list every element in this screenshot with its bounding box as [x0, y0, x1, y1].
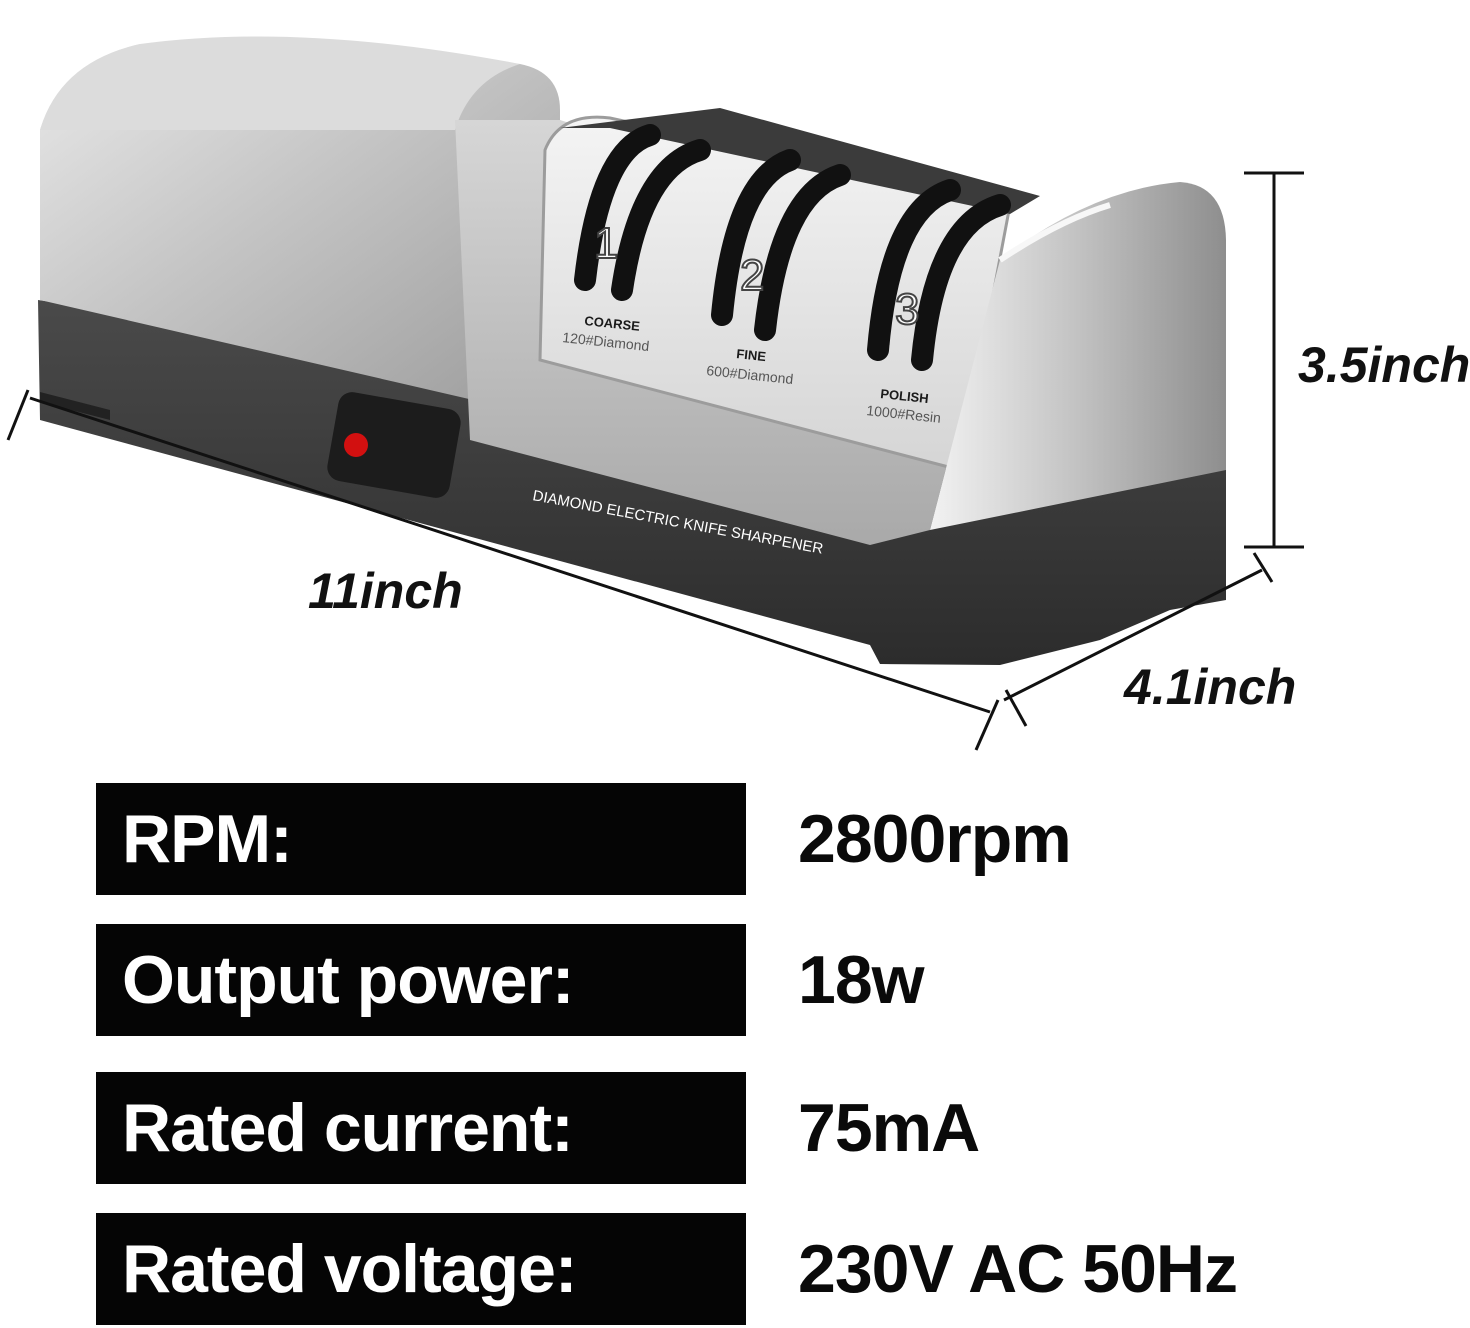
slot-grit-polish: 1000#Resin [866, 402, 942, 426]
end-cap-edge [998, 202, 1111, 263]
spec-label: Rated current: [96, 1072, 746, 1184]
spec-label: RPM: [96, 783, 746, 895]
dimension-lines [6, 171, 1304, 751]
spec-value: 230V AC 50Hz [798, 1231, 1238, 1307]
slot-grooves [574, 124, 1011, 371]
slot-name-polish: POLISH [880, 386, 930, 406]
housing-top [40, 36, 520, 130]
slot-number-1: 1 [594, 219, 618, 268]
dimension-depth: 4.1inch [1124, 659, 1297, 715]
knife-sharpener-illustration: 1 2 3 COARSE 120#Diamond FINE 600#Diamon… [6, 36, 1304, 751]
slot-name-coarse: COARSE [584, 313, 641, 334]
power-indicator-icon [344, 433, 368, 457]
housing-left [40, 44, 560, 420]
end-cap [930, 182, 1226, 530]
power-switch [327, 392, 461, 498]
spec-label: Rated voltage: [96, 1213, 746, 1325]
spec-value: 18w [798, 942, 925, 1018]
spec-row-rated-voltage: Rated voltage: 230V AC 50Hz [96, 1213, 1456, 1325]
dimension-length: 11inch [308, 563, 463, 619]
spec-label: Output power: [96, 924, 746, 1036]
slot-number-3: 3 [895, 285, 919, 334]
base-foot [40, 392, 110, 420]
spec-value: 75mA [798, 1090, 980, 1166]
spec-value: 2800rpm [798, 801, 1072, 877]
slot-name-fine: FINE [736, 346, 767, 364]
spec-row-rated-current: Rated current: 75mA [96, 1072, 1456, 1184]
spec-row-output-power: Output power: 18w [96, 924, 1456, 1036]
slot-number-2: 2 [740, 251, 764, 300]
spec-row-rpm: RPM: 2800rpm [96, 783, 1456, 895]
dimension-height: 3.5inch [1298, 337, 1470, 393]
